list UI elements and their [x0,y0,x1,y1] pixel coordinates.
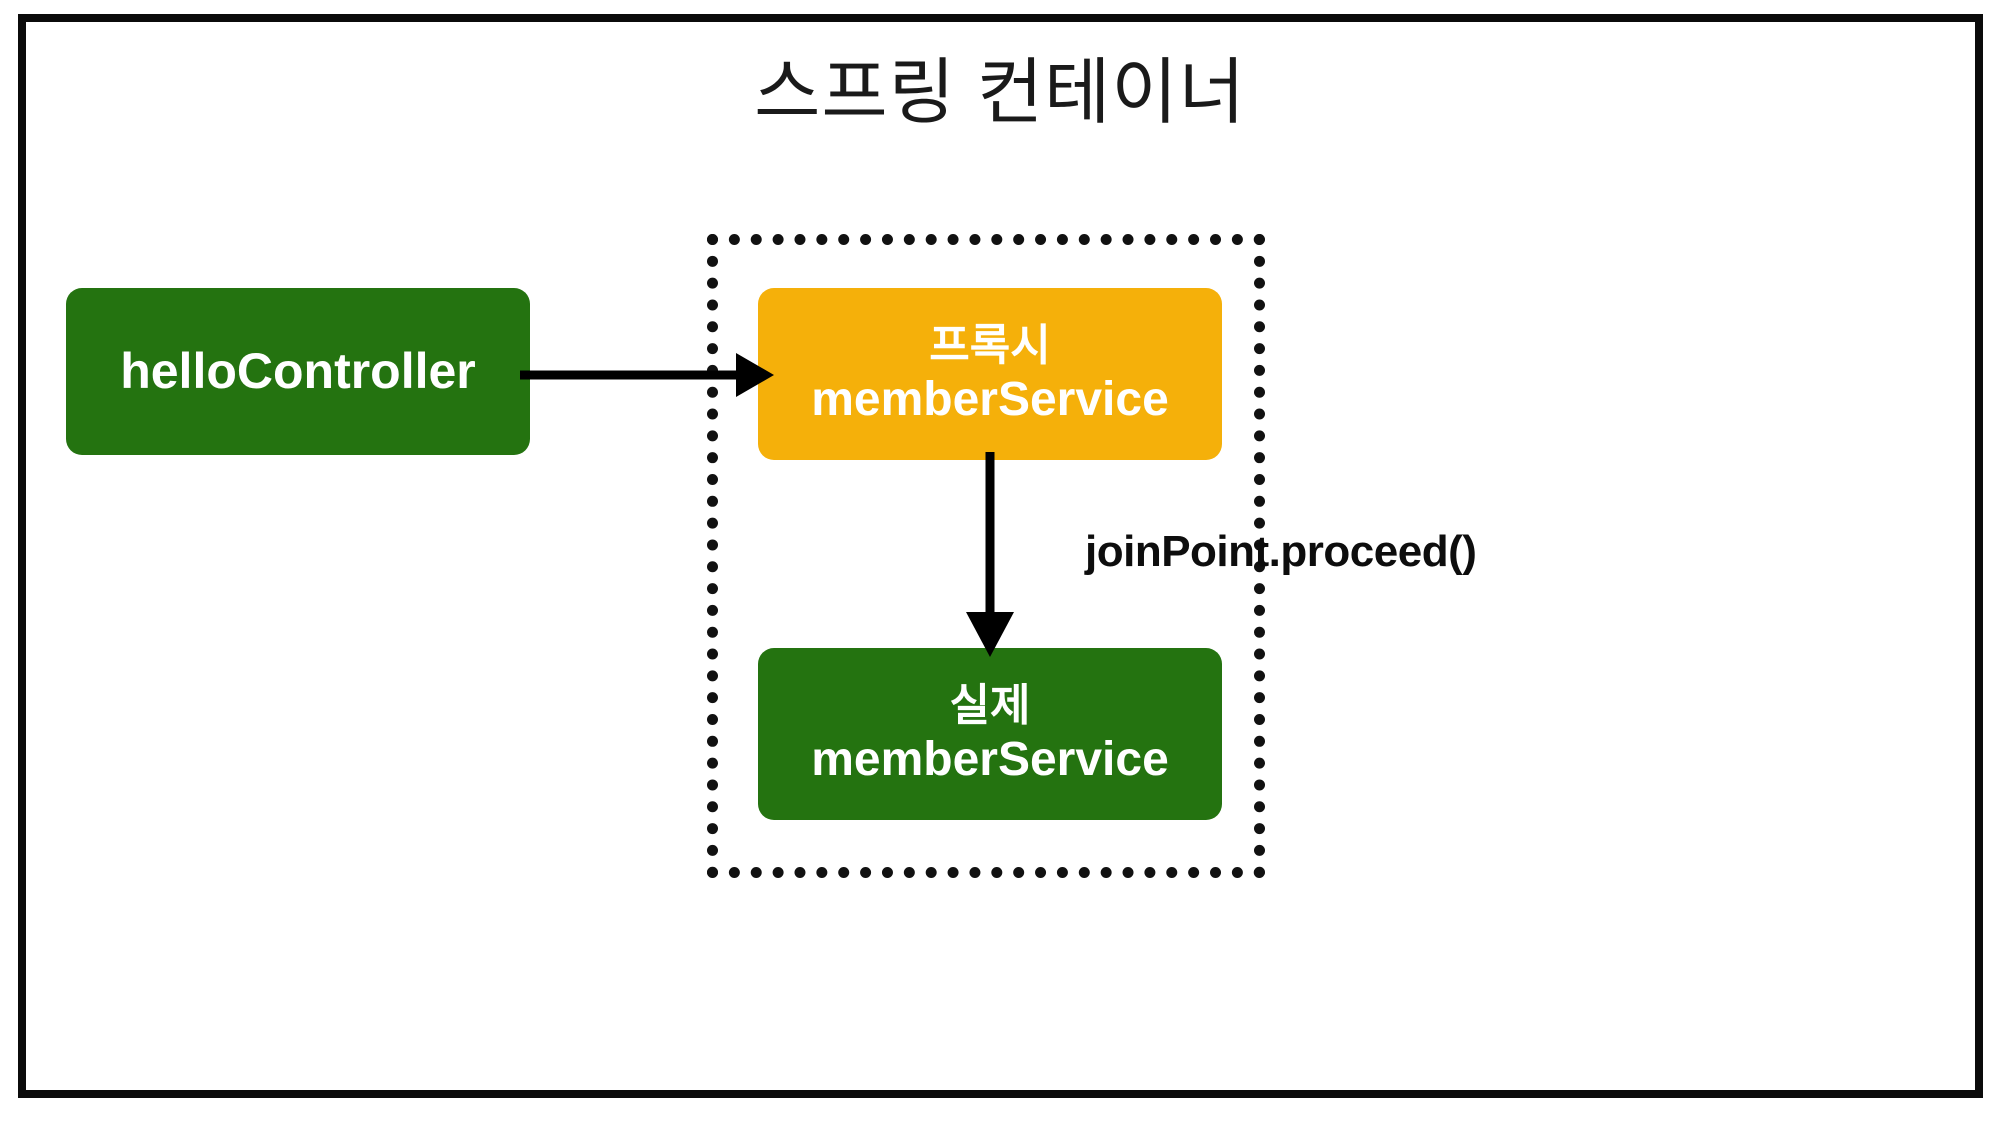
node-real-member-service[interactable]: 실제 memberService [758,648,1222,820]
arrow-proxy-to-real [966,452,1014,657]
node-hello-controller-label: helloController [120,343,476,399]
joinpoint-proceed-label: joinPoint.proceed() [1085,527,1477,576]
proxy-scope-box [707,234,1265,878]
outer-frame [18,14,1983,1098]
node-real-member-service-label-top: 실제 [949,680,1031,730]
node-proxy-member-service[interactable]: 프록시 memberService [758,288,1222,460]
node-proxy-member-service-label-bottom: memberService [811,372,1169,426]
arrow-controller-to-proxy [520,353,774,397]
node-hello-controller[interactable]: helloController [66,288,530,455]
node-proxy-member-service-label-top: 프록시 [929,320,1051,370]
page-title: 스프링 컨테이너 [754,53,1246,133]
node-real-member-service-label-bottom: memberService [811,732,1169,786]
